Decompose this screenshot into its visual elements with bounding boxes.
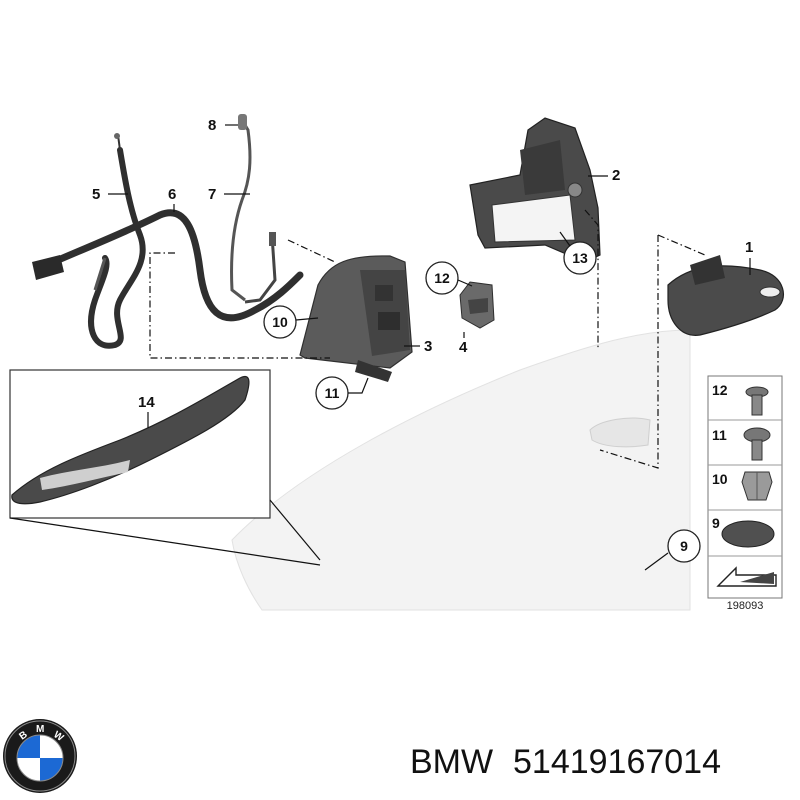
outer-handle-1 [667, 255, 784, 336]
callout-3: 3 [424, 338, 432, 355]
callout-1: 1 [745, 239, 753, 256]
callout-14: 14 [138, 394, 155, 411]
callout-12-circle [425, 261, 459, 295]
door-handle-recess [589, 417, 651, 448]
bracket-4 [459, 281, 495, 329]
leader-lines [149, 209, 706, 469]
legend-number: 9 [712, 515, 720, 531]
cap-pad-icon [721, 520, 775, 548]
callout-9-circle [667, 529, 701, 563]
legend-number: 12 [712, 382, 728, 398]
diagram-reference: 198093 [727, 600, 764, 612]
rod-7 [230, 114, 277, 304]
callout-13-circle [563, 241, 597, 275]
brand-name: BMW [410, 743, 493, 781]
door-panel [231, 329, 691, 611]
expanding-clip-icon [741, 471, 773, 501]
callout-13: 13 [572, 250, 588, 266]
callout-7: 7 [208, 186, 216, 203]
legend-number: 10 [712, 471, 728, 487]
screw-icon [745, 386, 769, 416]
callout-4: 4 [459, 339, 468, 356]
bowden-cable-6 [32, 133, 304, 349]
handle-carrier-2 [469, 117, 601, 263]
part-number: 51419167014 [513, 743, 721, 781]
svg-text:M: M [36, 724, 44, 735]
bmw-logo: B M W [3, 719, 77, 793]
legend-number: 11 [712, 427, 727, 443]
callout-12: 12 [434, 270, 450, 286]
callout-11: 11 [325, 385, 340, 401]
callout-9: 9 [680, 538, 688, 554]
callout-10: 10 [272, 314, 288, 330]
callout-2: 2 [612, 167, 620, 184]
detail-box [9, 369, 321, 566]
callout-5: 5 [92, 186, 100, 203]
reference-arrow-icon [716, 566, 777, 587]
callout-10-circle [263, 305, 297, 339]
callout-6: 6 [168, 186, 176, 203]
door-lock-3 [299, 255, 413, 382]
callout-8: 8 [208, 117, 216, 134]
legend-table: 12 11 10 9 198093 [707, 375, 783, 612]
flange-screw-icon [743, 427, 771, 461]
callouts: 8 5 6 7 2 1 13 12 4 10 3 1 [92, 117, 753, 571]
